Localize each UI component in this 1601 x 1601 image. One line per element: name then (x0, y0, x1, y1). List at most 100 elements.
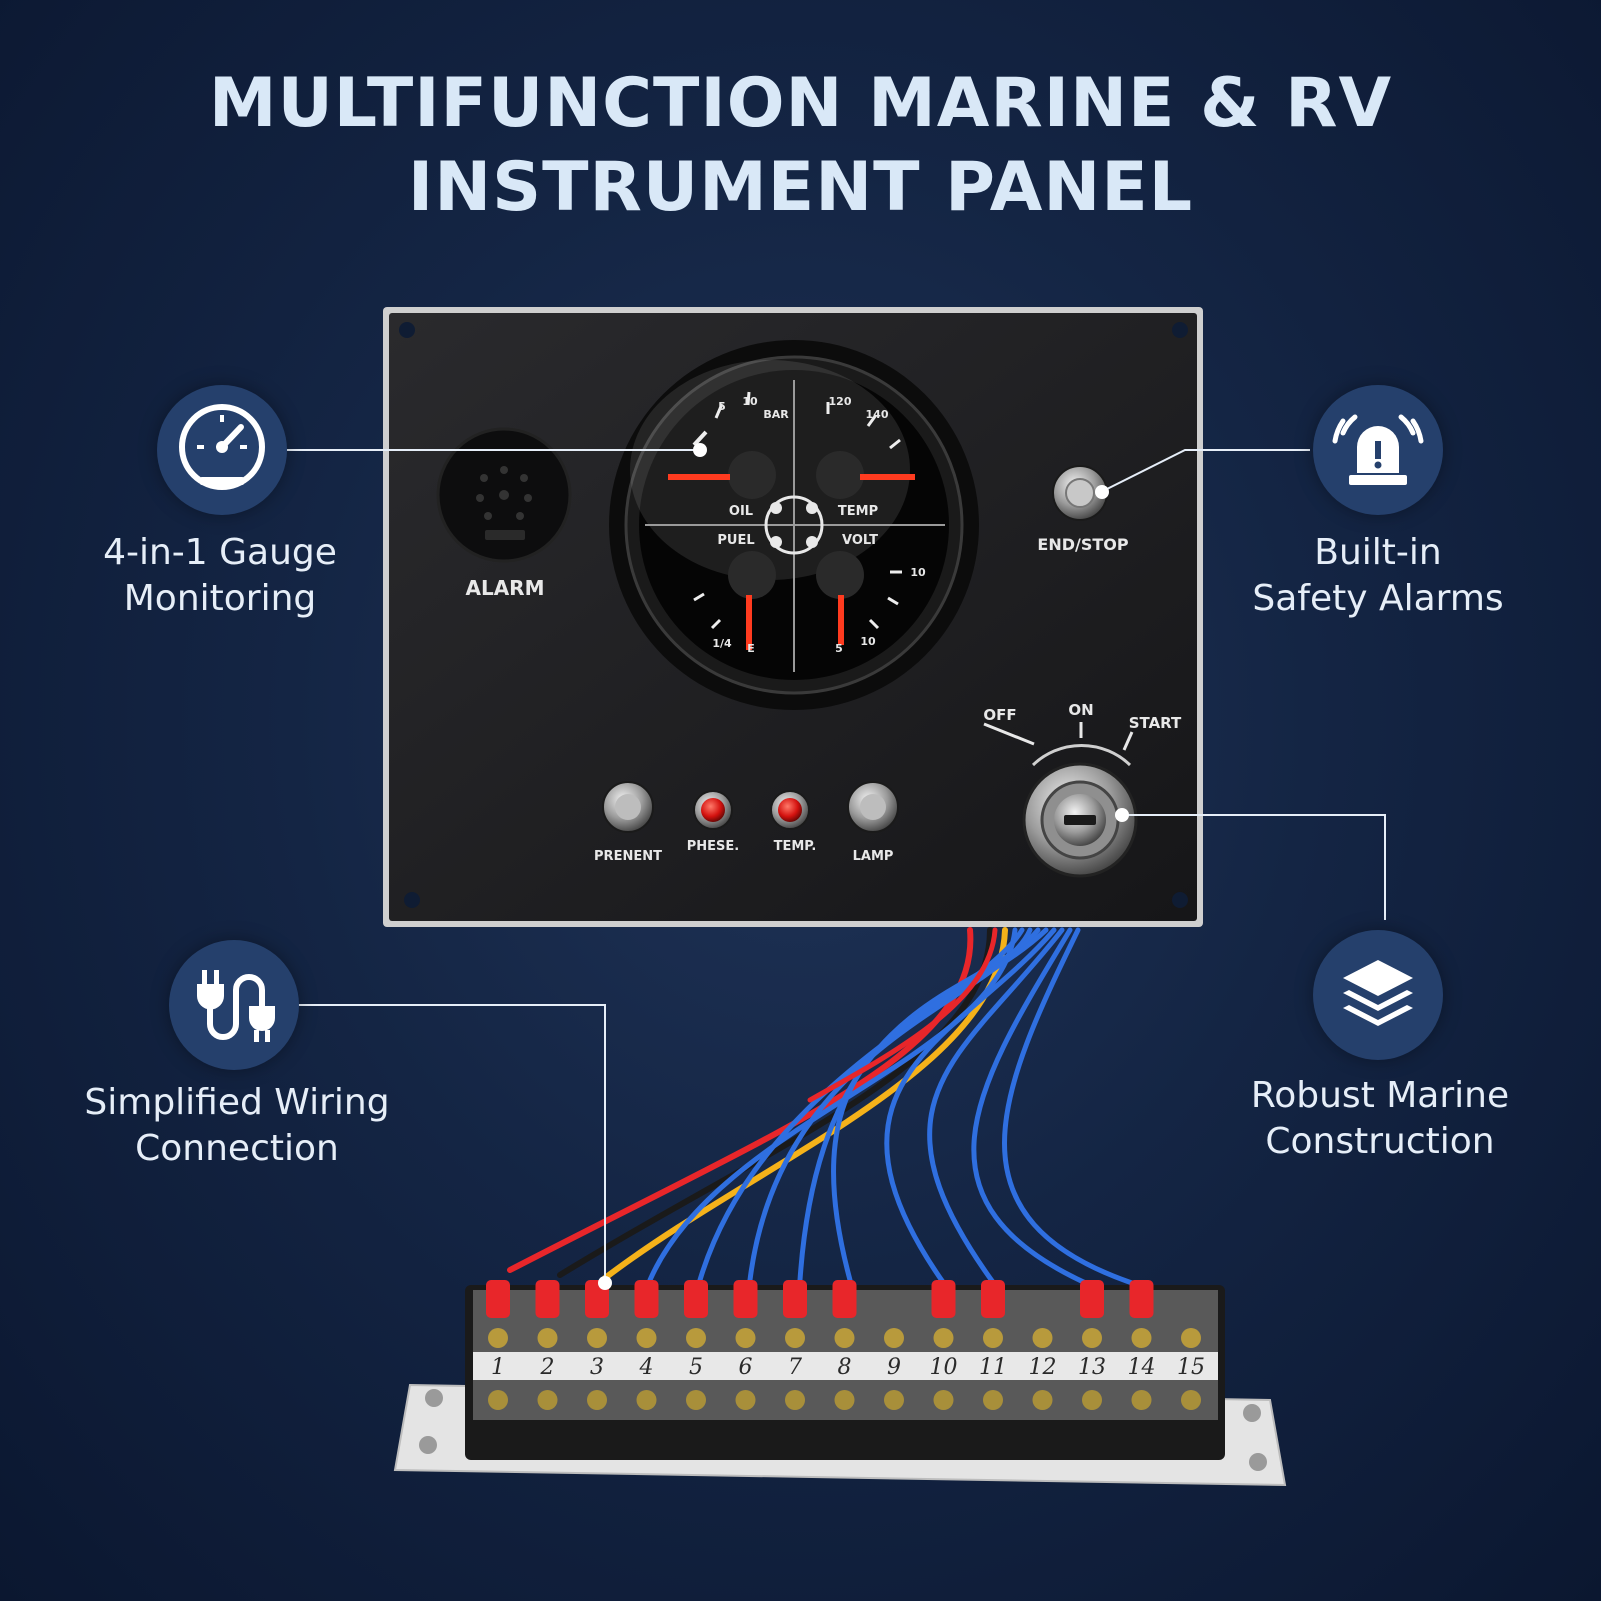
alarm-feature-badge (1313, 385, 1443, 515)
plug-icon (197, 970, 275, 1042)
terminal-number: 9 (887, 1355, 901, 1380)
ring-terminal-crimp (783, 1280, 807, 1318)
page-title: MULTIFUNCTION MARINE & RV INSTRUMENT PAN… (0, 62, 1601, 230)
title-line-2: INSTRUMENT PANEL (407, 148, 1194, 227)
four-in-one-gauge (609, 340, 979, 710)
callout-lines (287, 449, 1386, 1280)
gauge-oil-label: OIL (729, 504, 753, 519)
terminal-number: 6 (739, 1355, 753, 1380)
construction-feature-line-1: Robust Marine (1250, 1075, 1510, 1116)
gauge-feature-line-1: 4-in-1 Gauge (103, 532, 337, 573)
mount-hole (404, 892, 420, 908)
terminal-screw-bottom (488, 1390, 508, 1410)
gauge-volt-tick-10: 10 (910, 566, 926, 579)
alarm-feature-label: Built-in Safety Alarms (1168, 530, 1588, 622)
terminal-number: 11 (979, 1355, 1007, 1380)
ring-terminal-crimp (733, 1280, 758, 1318)
wiring-feature-line-2: Connection (135, 1128, 339, 1169)
title-line-1: MULTIFUNCTION MARINE & RV (208, 64, 1393, 143)
terminal-screw-top (1131, 1328, 1152, 1348)
terminal-screw-top (1032, 1328, 1053, 1348)
prenent-label: PRENENT (594, 849, 662, 864)
terminal-screw-top (834, 1328, 855, 1348)
prenent-button[interactable] (602, 781, 654, 833)
terminal-screw-bottom (1032, 1390, 1053, 1410)
callout-dot (1095, 485, 1109, 499)
terminal-screw-bottom (983, 1390, 1003, 1410)
terminal-screw-top (933, 1328, 954, 1348)
mount-hole (399, 322, 415, 338)
construction-feature-line-2: Construction (1265, 1121, 1495, 1162)
terminal-number: 14 (1128, 1355, 1156, 1380)
layers-icon (1343, 960, 1413, 1026)
gauge-feature-badge (157, 385, 287, 515)
terminal-screw-bottom (1131, 1390, 1152, 1410)
gauge-oil-tick-10: 10 (742, 395, 758, 408)
terminal-screw-bottom (933, 1390, 954, 1410)
callout-dot (598, 1276, 612, 1290)
terminal-screw-bottom (834, 1390, 855, 1410)
gauge-temp-label: TEMP (838, 504, 878, 519)
temp-indicator-button[interactable] (770, 790, 810, 830)
ring-terminal-crimp (684, 1280, 708, 1318)
terminal-number: 8 (838, 1355, 852, 1380)
ignition-key-switch[interactable] (1022, 762, 1138, 878)
ring-terminal-crimp (1080, 1280, 1104, 1318)
terminal-number: 7 (788, 1355, 802, 1380)
alarm-feature-line-1: Built-in (1314, 532, 1442, 573)
ring-terminal-crimp (634, 1280, 659, 1318)
alarm-buzzer (436, 427, 572, 563)
terminal-screw-top (983, 1328, 1003, 1348)
terminal-screw-top (1181, 1328, 1201, 1348)
gauge-temp-tick-140: 140 (866, 408, 889, 421)
speedometer-icon (179, 404, 265, 490)
ring-terminal-crimp (486, 1280, 510, 1318)
ring-terminal-crimp (1129, 1280, 1154, 1318)
callout-dot (693, 443, 707, 457)
gauge-feature-label: 4-in-1 Gauge Monitoring (10, 530, 430, 622)
terminal-screw-bottom (1181, 1390, 1201, 1410)
terminal-screw-top (587, 1328, 607, 1348)
terminal-screw-bottom (1082, 1390, 1102, 1410)
terminal-screw-bottom (537, 1390, 558, 1410)
gauge-volt-tick-5: 5 (835, 642, 843, 655)
terminal-screw-top (537, 1328, 558, 1348)
terminal-screw-top (785, 1328, 805, 1348)
terminal-screw-top (1082, 1328, 1102, 1348)
terminal-posts (488, 1328, 1201, 1410)
phese-indicator-button[interactable] (693, 790, 733, 830)
gauge-fuel-tick-empty: E (747, 642, 755, 655)
terminal-number: 1 (491, 1355, 505, 1380)
lamp-button[interactable] (847, 781, 899, 833)
terminal-number: 12 (1029, 1355, 1057, 1380)
terminal-screw-top (636, 1328, 657, 1348)
terminal-screw-bottom (686, 1390, 706, 1410)
alarm-feature-line-2: Safety Alarms (1252, 578, 1504, 619)
alarm-label: ALARM (465, 576, 544, 600)
construction-feature-badge (1313, 930, 1443, 1060)
gauge-temp-tick-120: 120 (829, 395, 852, 408)
mount-hole (1172, 892, 1188, 908)
terminal-number: 3 (590, 1355, 604, 1380)
ring-terminal-crimp (832, 1280, 857, 1318)
gauge-oil-tick-5: 5 (718, 400, 726, 413)
wiring-feature-line-1: Simplified Wiring (84, 1082, 390, 1123)
wiring-harness (507, 927, 1141, 1288)
terminal-number: 2 (540, 1355, 555, 1380)
wiring-feature-label: Simplified Wiring Connection (27, 1080, 447, 1172)
ring-terminal-crimp (535, 1280, 560, 1318)
alarm-light-icon (1332, 414, 1424, 485)
terminal-screw-bottom (785, 1390, 805, 1410)
terminal-number: 13 (1078, 1355, 1106, 1380)
end-stop-label: END/STOP (1037, 535, 1128, 554)
terminal-screw-top (884, 1328, 904, 1348)
gauge-volt-tick-10b: 10 (860, 635, 876, 648)
gauge-fuel-label: PUEL (717, 533, 754, 548)
gauge-feature-line-2: Monitoring (123, 578, 317, 619)
construction-feature-label: Robust Marine Construction (1170, 1073, 1590, 1165)
lamp-label: LAMP (853, 849, 894, 864)
terminal-screw-top (735, 1328, 756, 1348)
